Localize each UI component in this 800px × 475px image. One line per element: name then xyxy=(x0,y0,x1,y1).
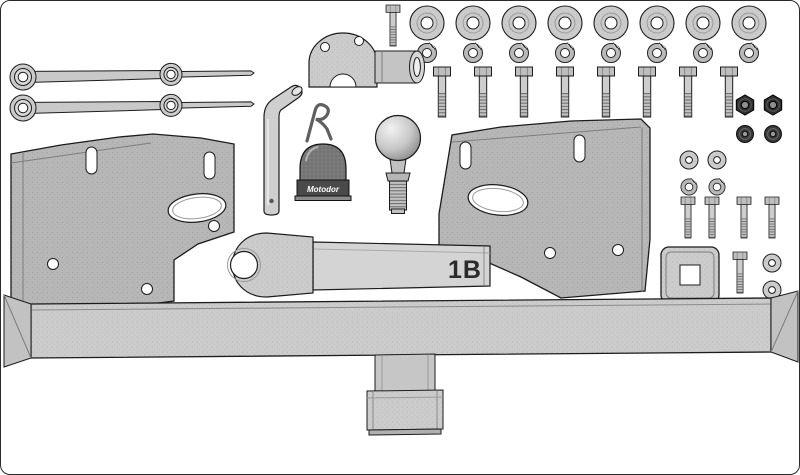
coupling-bracket xyxy=(308,32,425,88)
link-arm xyxy=(9,59,255,91)
tow-ball xyxy=(374,114,422,214)
bolt-hole xyxy=(354,36,364,46)
center-drop-neck xyxy=(374,353,436,393)
flange-nut xyxy=(764,125,782,143)
bolt-hole xyxy=(612,244,624,256)
spring-washer xyxy=(740,43,759,63)
hex-bolt-short xyxy=(737,197,751,238)
hex-nut xyxy=(735,94,755,116)
slot-hole xyxy=(203,151,216,180)
hex-bolt xyxy=(515,66,533,118)
flat-washer xyxy=(501,5,537,41)
flat-washer-row xyxy=(409,5,767,41)
hex-bolt xyxy=(597,66,615,118)
bolt-hole xyxy=(208,220,220,232)
slot-hole xyxy=(573,134,586,163)
cap-brand-text: Motodor xyxy=(307,185,340,194)
clip-hole xyxy=(269,198,274,204)
threaded-stud xyxy=(389,180,407,211)
side-bracket-right xyxy=(438,118,651,299)
crossbar-beam xyxy=(3,290,799,436)
oval-hole-chamfer xyxy=(172,196,222,220)
ball-shoulder xyxy=(385,172,411,182)
eye-chamfer xyxy=(227,248,261,282)
hex-bolt-short xyxy=(386,5,400,46)
bolt-hole xyxy=(47,258,59,270)
hex-bolt xyxy=(474,66,492,118)
flange-nut xyxy=(736,125,754,143)
flat-washer-small xyxy=(707,150,727,170)
ball-mount-tongue: 1B xyxy=(227,232,491,298)
tongue-eye-plate xyxy=(232,232,314,298)
beam-end-right xyxy=(770,290,799,363)
oval-hole-chamfer xyxy=(472,187,524,213)
r-clip xyxy=(305,103,333,143)
tongue-marking: 1B xyxy=(448,256,482,284)
sleeve-bore xyxy=(413,57,421,77)
flat-washer xyxy=(685,5,721,41)
square-hole xyxy=(679,264,701,286)
flat-washer xyxy=(593,5,629,41)
hex-bolt xyxy=(433,66,451,118)
ball-sphere xyxy=(374,114,422,162)
square-backing-plate xyxy=(660,246,720,304)
flat-washer xyxy=(639,5,675,41)
side-bracket-left xyxy=(10,133,235,311)
flat-washer xyxy=(455,5,491,41)
flat-washer-small xyxy=(762,253,782,273)
flat-washer xyxy=(547,5,583,41)
spring-washer xyxy=(556,43,575,63)
towball-cover-cap: Motodor xyxy=(294,143,352,201)
spring-washer-row xyxy=(418,43,759,63)
plate-inner-edge xyxy=(665,251,715,299)
bolt-hole xyxy=(320,42,330,52)
bent-locking-pin xyxy=(263,84,303,216)
flat-washer xyxy=(731,5,767,41)
hex-bolt xyxy=(638,66,656,118)
eye-hole xyxy=(229,250,259,280)
hex-nut xyxy=(763,94,783,116)
face-plate-lip xyxy=(368,428,442,436)
spring-washer xyxy=(648,43,667,63)
bolt-hole xyxy=(544,247,556,259)
hex-bolt-row xyxy=(433,66,738,118)
hex-bolt xyxy=(720,66,738,118)
flat-washer-small xyxy=(679,150,699,170)
flat-washer xyxy=(409,5,445,41)
center-face-plate xyxy=(366,389,444,431)
hex-bolt-short xyxy=(681,197,695,238)
bottom-notch xyxy=(329,73,357,88)
stud-end xyxy=(391,208,405,214)
spring-washer xyxy=(602,43,621,63)
hex-bolt-short xyxy=(765,197,779,238)
spring-washer xyxy=(464,43,483,63)
pin-body xyxy=(263,84,303,216)
hex-bolt xyxy=(679,66,697,118)
hex-bolt-short xyxy=(733,252,747,293)
ball-neck xyxy=(389,158,407,174)
spring-washer xyxy=(510,43,529,63)
slot-hole xyxy=(459,141,472,170)
spring-washer xyxy=(694,43,713,63)
slot-hole xyxy=(85,146,98,175)
beam-end-left xyxy=(3,294,32,368)
cap-rim xyxy=(294,195,352,201)
bolt-hole xyxy=(141,283,153,295)
spring-washer-small xyxy=(709,178,725,195)
pin-end xyxy=(291,86,303,96)
spring-washer-small xyxy=(681,178,697,195)
hex-bolt-short xyxy=(705,197,719,238)
link-arm xyxy=(9,90,255,122)
hex-bolt xyxy=(556,66,574,118)
